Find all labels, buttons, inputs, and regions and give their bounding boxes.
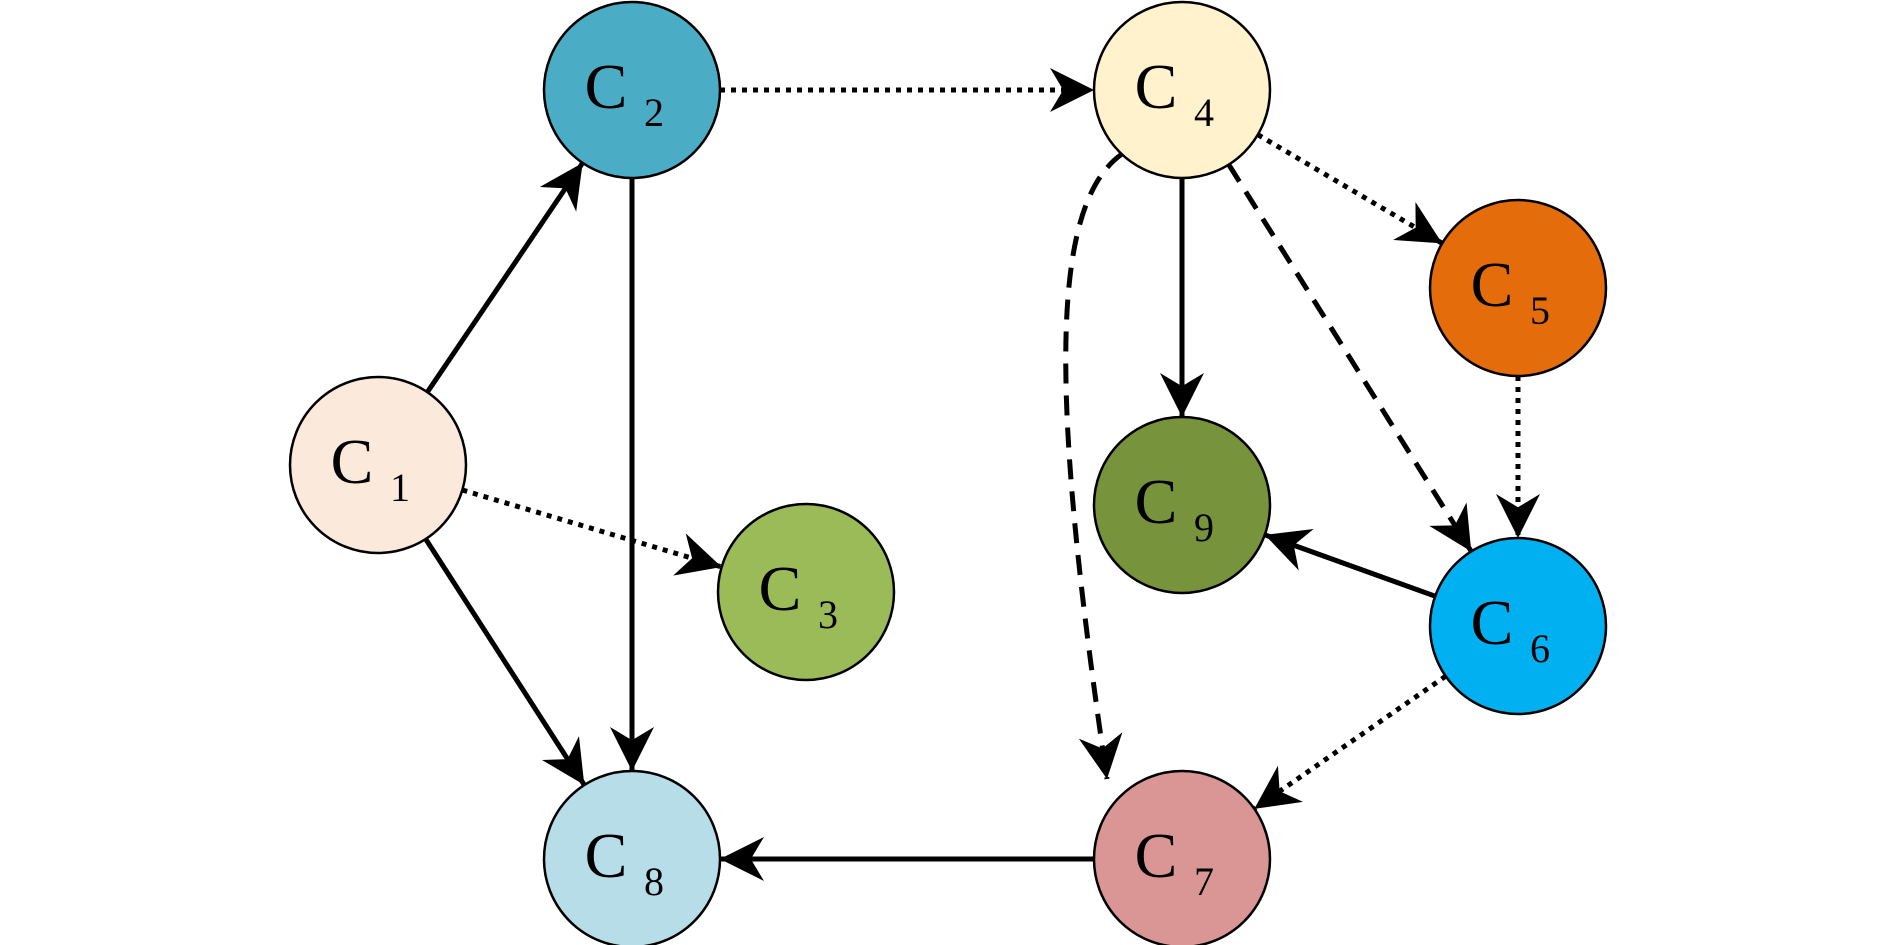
node-label: C [331,426,374,497]
edge-c6-to-c7 [1252,674,1448,811]
edge-c4-to-c7 [1063,151,1124,780]
node-label: C [585,820,628,891]
node-label: C [1471,249,1514,320]
node-label: C [1135,820,1178,891]
node-subscript: 8 [644,859,664,904]
node-label: C [1135,51,1178,122]
edge-c4-to-c5 [1256,132,1444,246]
node-circle [1428,536,1608,716]
node-label: C [759,553,802,624]
edge-c1-to-c2 [425,161,585,394]
node-circle [1092,0,1272,180]
node-circle [1092,769,1272,945]
node-label: C [1471,587,1514,658]
node-circle [716,502,896,682]
node-circle [542,0,722,180]
node-subscript: 9 [1194,505,1214,550]
edge-c6-to-c9 [1263,529,1437,599]
node-subscript: 5 [1530,288,1550,333]
node-subscript: 6 [1530,626,1550,671]
node-subscript: 2 [644,90,664,135]
node-circle [542,769,722,945]
node-circle [1092,415,1272,595]
node-circle [288,375,468,555]
edge-c1-to-c3 [461,487,723,576]
node-subscript: 7 [1194,859,1214,904]
edges-layer [423,68,1540,881]
node-subscript: 3 [818,592,838,637]
node-label: C [1135,466,1178,537]
edge-c1-to-c8 [423,537,587,787]
node-circle [1428,198,1608,378]
node-subscript: 4 [1194,90,1214,135]
node-subscript: 1 [390,465,410,510]
edge-c4-to-c6 [1226,163,1474,553]
node-label: C [585,51,628,122]
